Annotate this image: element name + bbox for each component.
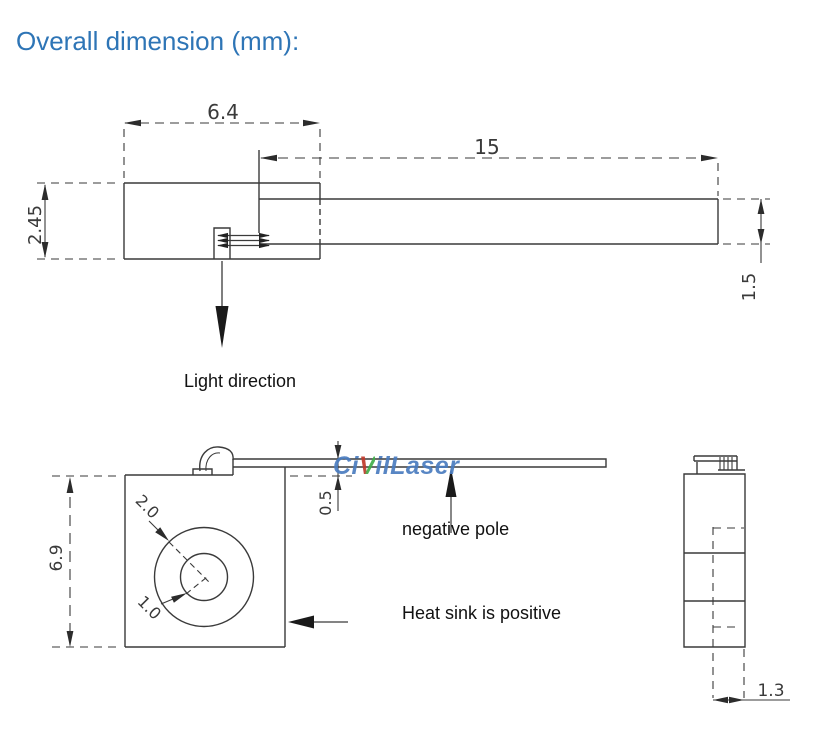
watermark-part-illaser: ilLaser — [375, 452, 460, 480]
side-view-outline — [684, 456, 745, 698]
inner-circle — [181, 554, 228, 601]
light-direction-arrow — [215, 261, 229, 348]
outer-circle — [155, 528, 254, 627]
civillaser-watermark: CiVilLaser — [333, 452, 459, 481]
dim-6-9 — [52, 476, 120, 647]
dim-lead-offset-label: 0.5 — [316, 490, 335, 516]
bond-wires — [217, 232, 270, 249]
dim-0-5 — [290, 441, 352, 511]
lead-strip-outline — [233, 459, 606, 475]
negative-pole-arrow — [445, 468, 457, 533]
bond-wire-arc — [200, 447, 233, 471]
negative-pole-label: negative pole — [402, 519, 510, 539]
emitter-block-outline — [214, 228, 230, 259]
lead-plate-outline — [259, 199, 718, 244]
dim-15 — [260, 154, 718, 196]
dim-1-0-leader — [161, 593, 187, 604]
dim-6-4 — [124, 119, 320, 178]
wire-pad-outline — [193, 469, 212, 475]
dim-side-thickness-label: 1.3 — [757, 681, 785, 701]
dim-body-width-label: 6.4 — [207, 100, 239, 124]
dim-front-height-label: 6.9 — [47, 544, 67, 572]
heat-sink-arrow — [288, 615, 348, 629]
dim-lead-length-label: 15 — [474, 135, 500, 159]
heat-sink-label: Heat sink is positive — [402, 603, 562, 623]
dim-body-height-label: 2.45 — [25, 204, 46, 246]
top-view-outline — [124, 150, 718, 259]
front-view-outline — [125, 447, 606, 647]
cap-ribs — [720, 457, 732, 470]
dim-1-3 — [713, 696, 790, 704]
watermark-part-ci: Ci — [333, 452, 359, 480]
dim-2-0-leader — [149, 521, 169, 541]
dim-2-45 — [37, 183, 120, 259]
dim-lead-thickness-label: 1.5 — [739, 272, 760, 302]
watermark-part-v: V — [359, 452, 376, 480]
dim-1-5 — [723, 199, 770, 263]
light-direction-label: Light direction — [183, 371, 297, 391]
page-title: Overall dimension (mm): — [16, 26, 300, 56]
